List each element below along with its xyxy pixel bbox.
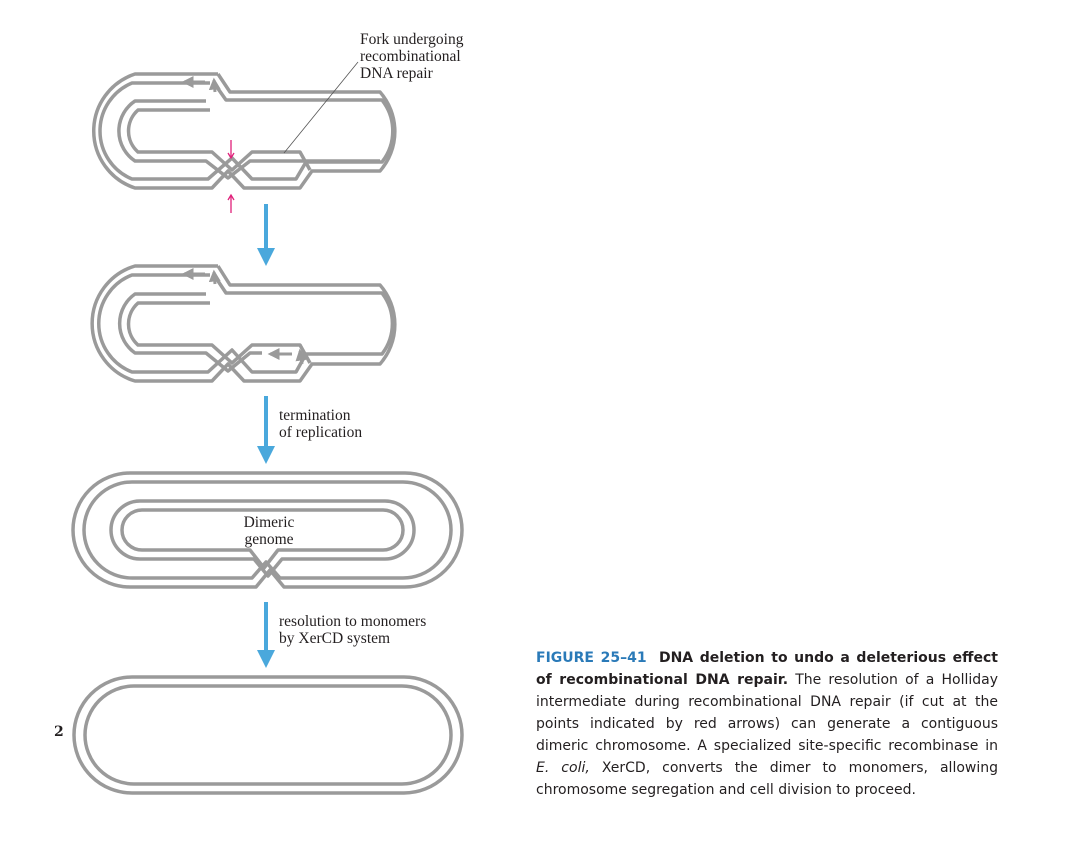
label-fork-line-1: Fork undergoing (360, 31, 464, 48)
figure-number: FIGURE 25–41 (536, 650, 647, 666)
label-resolution-line-2: by XerCD system (279, 630, 391, 647)
label-dimeric-line-1: Dimeric (243, 514, 295, 531)
label-termination: termination of replication (279, 407, 362, 441)
panel-after-repair (90, 264, 397, 383)
inner-strand-1b (117, 99, 380, 180)
label-dimeric-line-2: genome (244, 531, 294, 548)
fork-arrow-2b (208, 269, 221, 285)
panel-number: 2 (54, 724, 64, 740)
leader-line (283, 61, 359, 154)
figure-title: DNA deletion to undo a deleterious effec… (536, 650, 998, 688)
fork-arrow-2d (295, 348, 308, 365)
dimer-outer (71, 471, 464, 589)
inner-strand-2b (117, 292, 262, 373)
panel-fork-repair (91, 72, 397, 190)
label-termination-line-1: termination (279, 407, 351, 424)
label-resolution: resolution to monomers by XerCD system (279, 613, 426, 647)
process-arrow-2 (257, 396, 275, 464)
inner-strand-2c (126, 301, 312, 365)
cut-arrow-bottom-head (227, 193, 235, 201)
panel-dimeric-genome (71, 471, 464, 589)
dimer-inner-2 (120, 508, 405, 570)
label-fork: Fork undergoing recombinational DNA repa… (360, 31, 463, 82)
inner-strand-2a (97, 273, 395, 374)
outer-loop-1 (91, 72, 397, 190)
label-dimeric: Dimeric genome (229, 514, 309, 548)
label-fork-line-2: recombinational (360, 48, 461, 65)
dimer-inner (109, 499, 416, 578)
fork-arrow-1b (208, 77, 221, 93)
outer-loop-2 (90, 264, 397, 383)
panel-monomer (72, 675, 464, 795)
dna-diagram (71, 61, 464, 795)
label-termination-line-2: of replication (279, 424, 363, 441)
monomer-inner (83, 684, 453, 786)
process-arrow-3 (257, 602, 275, 668)
inner-strand-1c (126, 108, 312, 172)
label-resolution-line-1: resolution to monomers (279, 613, 427, 630)
caption-italic: E. coli, (536, 760, 590, 776)
caption-text-2: XerCD, converts the dimer to monomers, a… (536, 760, 998, 798)
cut-arrow-top-head (227, 152, 235, 160)
monomer-outer (72, 675, 464, 795)
label-fork-line-3: DNA repair (360, 65, 433, 82)
inner-strand-1a (98, 81, 395, 181)
process-arrow-1 (257, 204, 275, 266)
caption-text-1: The resolution of a Holliday intermediat… (536, 672, 998, 754)
figure-caption: FIGURE 25–41 DNA deletion to undo a dele… (536, 647, 998, 801)
